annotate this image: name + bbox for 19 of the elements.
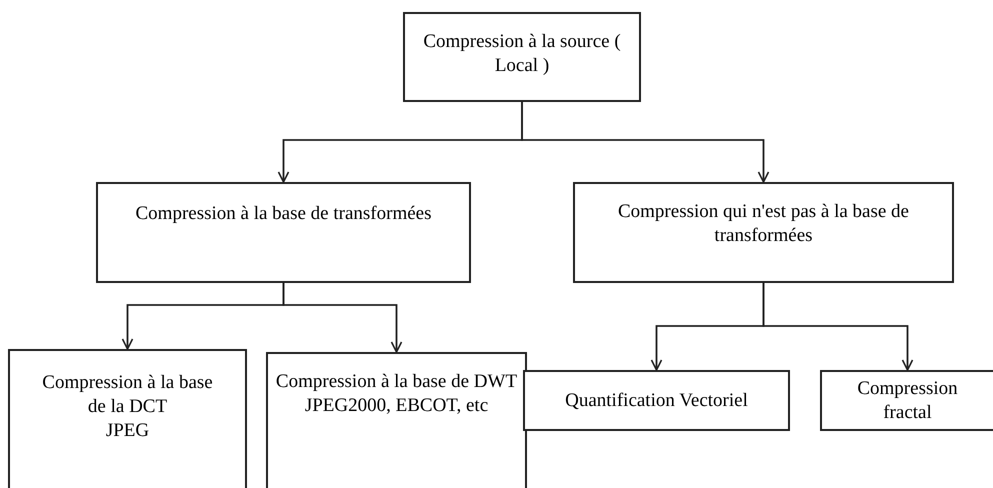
process-box (266, 352, 527, 488)
process-box (820, 370, 993, 431)
node-label: Compression à la base de transformées (136, 202, 432, 226)
process-box (403, 12, 641, 102)
process-box (523, 370, 790, 431)
process-box (96, 182, 471, 283)
node-label: Compression à la source ( Local ) (422, 30, 622, 78)
node-label: Compression à la base de la DCT (41, 371, 214, 418)
node-label: Compression qui n'est pas à la base de transformées (616, 200, 910, 248)
arrow (521, 102, 770, 183)
process-box (573, 182, 954, 283)
node-label: Compression à la base de DWT (276, 370, 518, 394)
node-label: Quantification Vectoriel (565, 388, 748, 412)
arrow (762, 283, 914, 371)
process-box (8, 349, 247, 488)
node-label: Compression fractal (856, 376, 959, 424)
node-label: JPEG2000, EBCOT, etc (304, 394, 488, 418)
arrow (282, 283, 402, 353)
node-label: JPEG (106, 418, 150, 442)
